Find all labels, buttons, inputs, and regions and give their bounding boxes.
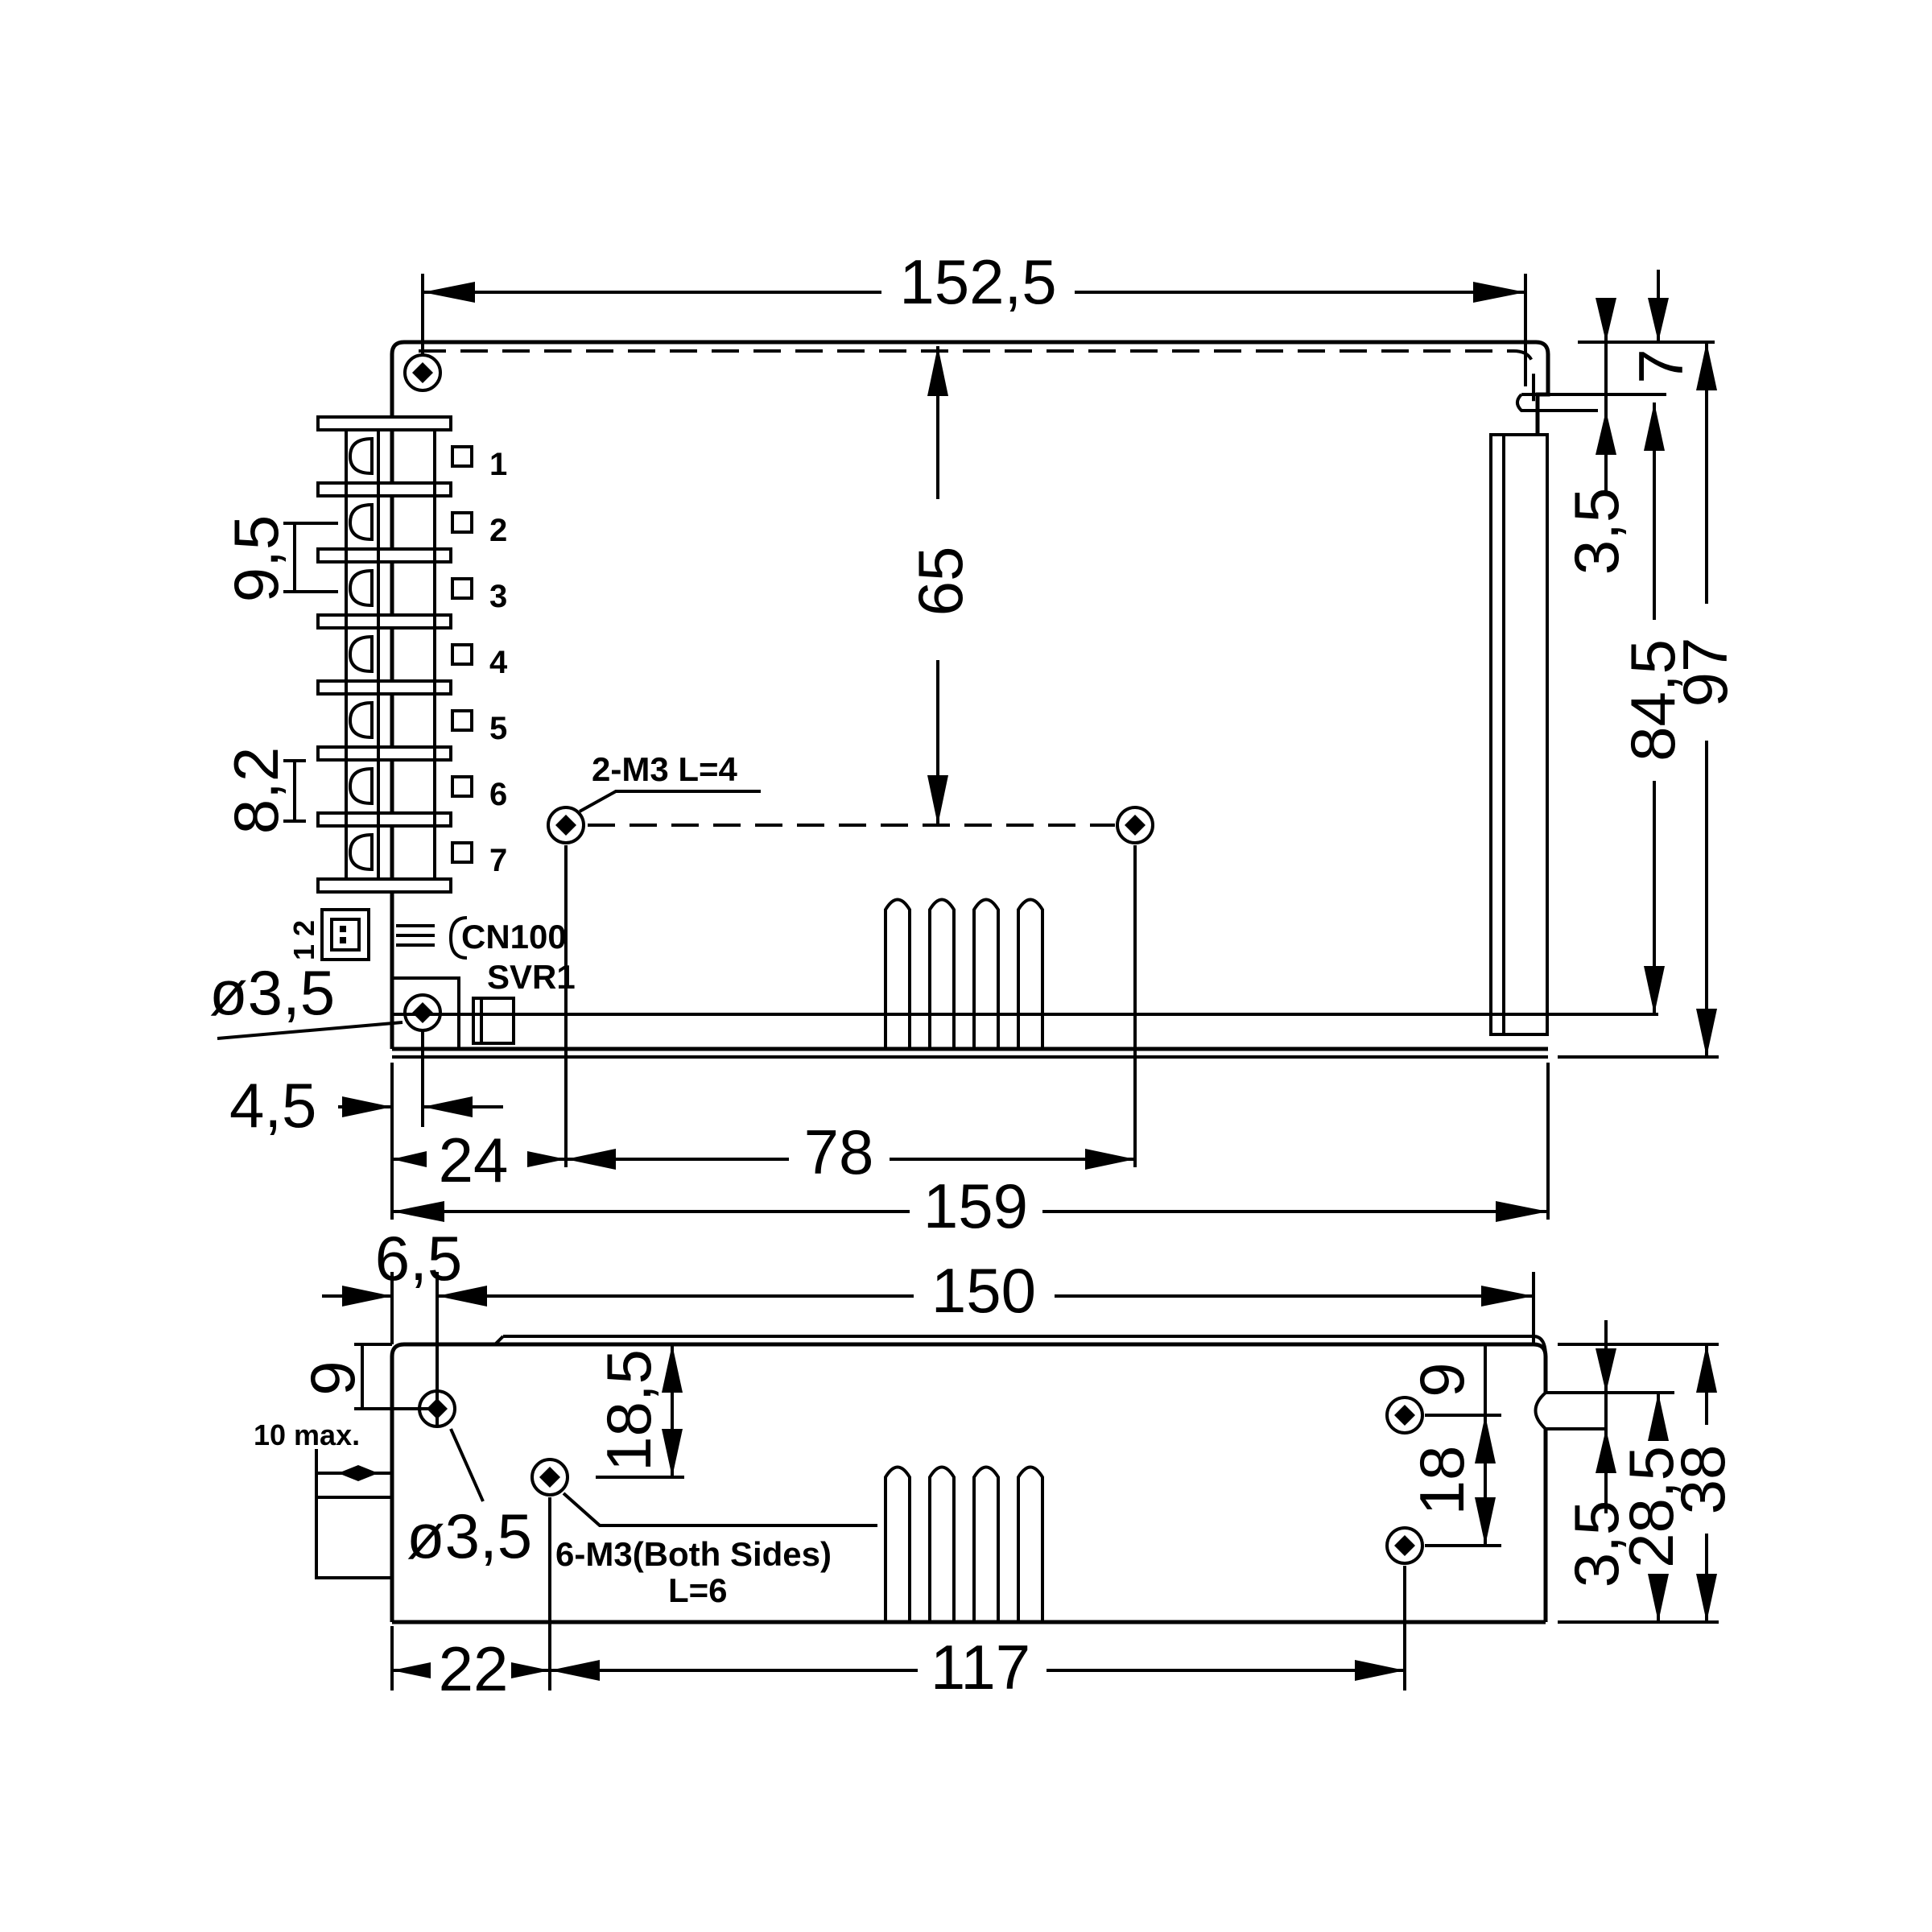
- side-protrusion: [315, 1496, 394, 1579]
- connector-label: CN100: [461, 918, 567, 956]
- terminal-pin-5: 5: [489, 711, 507, 746]
- side-m3-leader: [562, 1492, 877, 1527]
- terminal-pin-6: 6: [489, 777, 507, 812]
- connector-cn100: [320, 908, 370, 961]
- dim-4-5: 4,5: [229, 1070, 316, 1141]
- screw-note-label: 2-M3 L=4: [592, 750, 738, 788]
- side-view: 10 max. ø3,5 6-M3(Both Sides) L=6 6,5 15…: [254, 1223, 1738, 1704]
- connector-pins-label: 1 2: [287, 920, 320, 960]
- dim-18: 18: [1406, 1446, 1477, 1516]
- top-case-dashed-lid: [419, 349, 1535, 402]
- dim-150: 150: [931, 1255, 1036, 1326]
- terminal-pin-3: 3: [489, 579, 507, 614]
- terminal-pin-4: 4: [489, 645, 508, 680]
- trimmer-outline: [392, 976, 460, 1049]
- protrusion-label: 10 max.: [254, 1418, 360, 1451]
- dim-3-5-top: 3,5: [1561, 488, 1632, 575]
- dim-159: 159: [923, 1170, 1028, 1241]
- dim-84-5: 84,5: [1617, 639, 1688, 762]
- bracket-slot: [1516, 393, 1598, 412]
- dim-28-5: 28,5: [1616, 1446, 1686, 1568]
- dim-hole-dia-top: ø3,5: [209, 957, 335, 1028]
- side-hole-dia-leader: [449, 1428, 485, 1502]
- top-view: 1 2 3 4 5 6 7 9,5 8,2 1 2 CN: [209, 246, 1740, 1241]
- mount-hole-m3-left: [547, 806, 585, 844]
- trimmer-label: SVR1: [487, 958, 576, 996]
- dim-65: 65: [905, 547, 976, 617]
- terminal-pin-1: 1: [489, 447, 507, 482]
- pitch-a-label: 9,5: [221, 515, 291, 602]
- side-hole-m3-right-bottom: [1385, 1526, 1424, 1565]
- dim-6-5: 6,5: [375, 1223, 462, 1294]
- dim-24: 24: [439, 1125, 509, 1195]
- dim-hole-dia-side: ø3,5: [407, 1501, 532, 1571]
- svr1-trimmer: [472, 997, 515, 1045]
- hole-dia-leader: [217, 1021, 403, 1040]
- pitch-dim-a: [283, 522, 338, 593]
- dim-152-5: 152,5: [899, 246, 1056, 317]
- side-slot: [1534, 1391, 1606, 1430]
- dim-18-5: 18,5: [593, 1349, 664, 1472]
- side-bracket: [1489, 433, 1549, 1036]
- dim-97: 97: [1670, 638, 1740, 708]
- dim-7: 7: [1625, 349, 1696, 383]
- pitch-b-label: 8,2: [221, 747, 291, 834]
- top-heatsink-fins: [884, 898, 1044, 1049]
- terminal-pin-7: 7: [489, 843, 507, 878]
- m3-leader: [579, 790, 761, 813]
- side-hole-m3-right-top: [1385, 1396, 1424, 1435]
- dim-3-5-side: 3,5: [1561, 1501, 1632, 1587]
- side-hole-m3-left: [530, 1458, 569, 1496]
- dim-9-left: 9: [297, 1360, 368, 1395]
- dim-38: 38: [1667, 1445, 1738, 1515]
- side-screw-length: L=6: [668, 1571, 728, 1609]
- dim-117: 117: [931, 1632, 1030, 1703]
- side-heatsink-fins: [884, 1465, 1044, 1622]
- cn100-part: [396, 916, 468, 960]
- top-case-outline: [390, 340, 1550, 1049]
- dim-22: 22: [439, 1633, 509, 1704]
- side-screw-note: 6-M3(Both Sides): [555, 1535, 832, 1573]
- dim-9-right: 9: [1406, 1362, 1477, 1397]
- pitch-dim-b: [283, 759, 306, 823]
- mount-hole-m3-right: [1116, 806, 1154, 844]
- mount-hole-top-left: [403, 353, 442, 392]
- terminal-block: [316, 415, 473, 894]
- dim-78: 78: [804, 1117, 874, 1187]
- terminal-pin-2: 2: [489, 513, 507, 548]
